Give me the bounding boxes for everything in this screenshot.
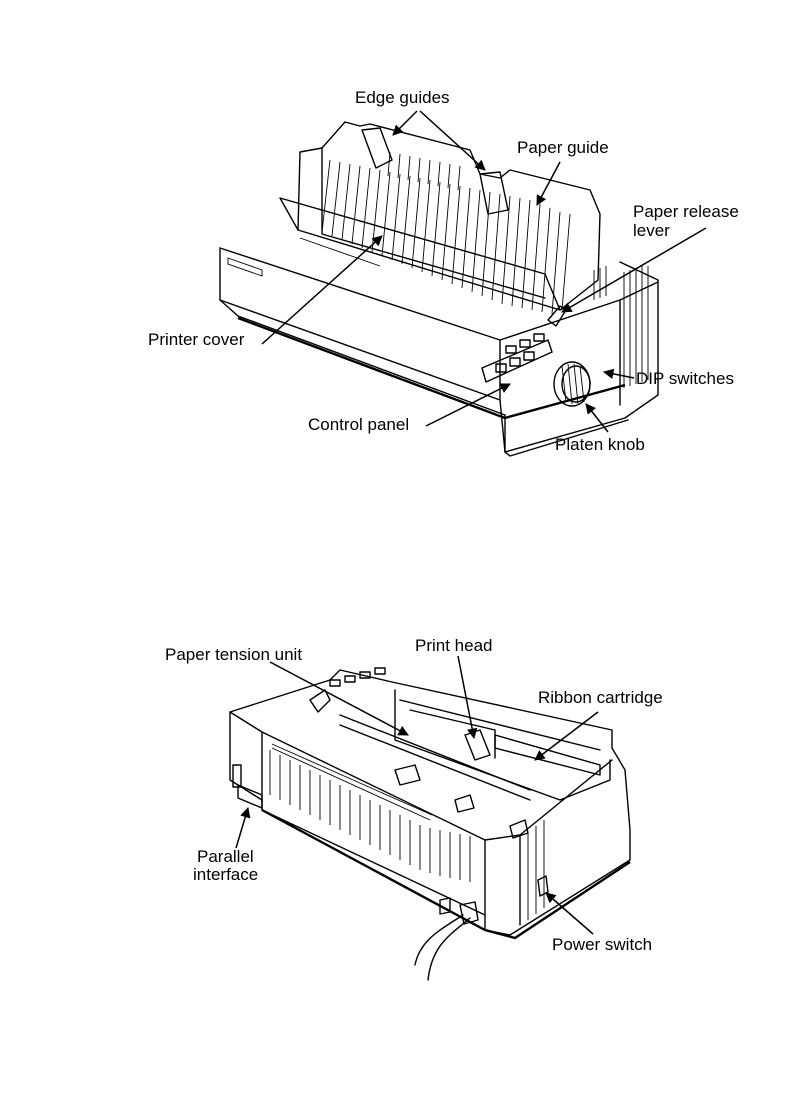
leader-printer-cover: [262, 236, 382, 344]
label-paper-tension-unit: Paper tension unit: [165, 645, 302, 664]
label-control-panel: Control panel: [308, 415, 409, 434]
printer-front-drawing: [220, 122, 658, 456]
parallel-connector-drawing: [233, 765, 262, 808]
bottom-figure-labels: Paper tension unit Print head Ribbon car…: [165, 636, 663, 954]
label-edge-guides: Edge guides: [355, 88, 450, 107]
label-parallel-interface-2: interface: [193, 865, 258, 884]
label-paper-guide: Paper guide: [517, 138, 609, 157]
label-platen-knob: Platen knob: [555, 435, 645, 454]
label-power-switch: Power switch: [552, 935, 652, 954]
label-ribbon-cartridge: Ribbon cartridge: [538, 688, 663, 707]
leader-parallel-interface: [236, 808, 248, 848]
printer-rear-drawing: [230, 668, 630, 980]
label-dip-switches: DIP switches: [636, 369, 734, 388]
rear-vents: [270, 744, 544, 920]
leader-paper-release-lever: [562, 228, 706, 312]
leader-paper-tension-unit: [270, 662, 408, 735]
leader-dip-switches: [604, 372, 634, 378]
leader-edge-guides-left: [393, 111, 417, 135]
label-printer-cover: Printer cover: [148, 330, 245, 349]
leader-paper-guide: [537, 162, 560, 205]
label-paper-release-lever-1: Paper release: [633, 202, 739, 221]
label-parallel-interface-1: Parallel: [197, 847, 254, 866]
control-panel-buttons: [482, 334, 552, 382]
label-print-head: Print head: [415, 636, 493, 655]
label-paper-release-lever-2: lever: [633, 221, 670, 240]
